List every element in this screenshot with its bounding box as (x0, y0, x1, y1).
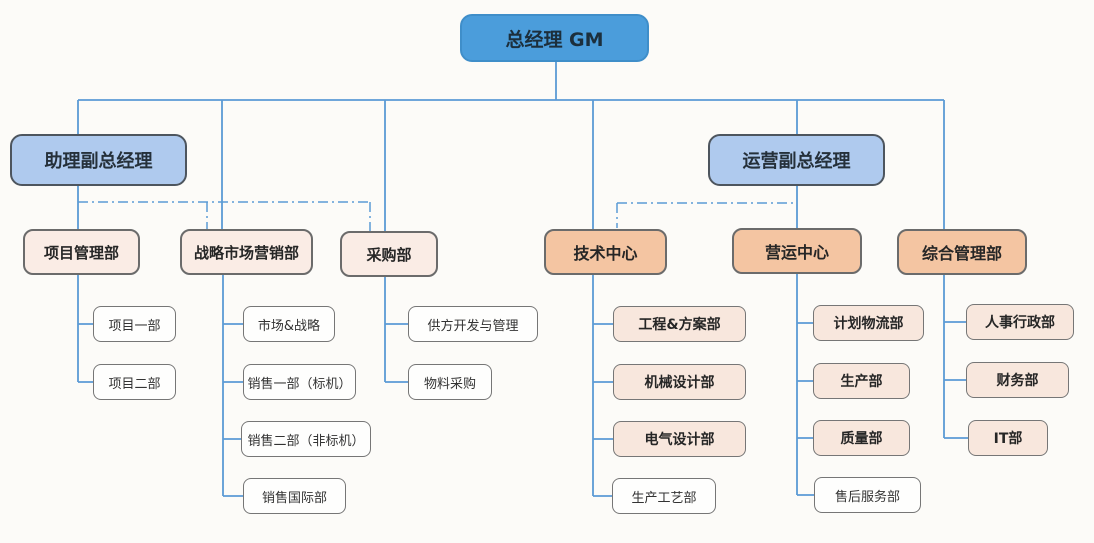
node-engineering-solutions-dept: 工程&方案部 (613, 306, 746, 342)
node-production-process-dept: 生产工艺部 (612, 478, 716, 514)
node-sales-division-2-nonstandard: 销售二部（非标机） (241, 421, 371, 457)
node-operations-center: 营运中心 (732, 228, 862, 274)
node-project-division-1: 项目一部 (93, 306, 176, 342)
dashdot-connectors (78, 201, 797, 231)
node-purchasing-dept: 采购部 (340, 231, 438, 277)
node-strategic-marketing-dept: 战略市场营销部 (180, 229, 313, 275)
node-planning-logistics-dept: 计划物流部 (813, 305, 924, 341)
node-assistant-vice-gm: 助理副总经理 (10, 134, 187, 186)
node-after-sales-service-dept: 售后服务部 (814, 477, 921, 513)
node-mechanical-design-dept: 机械设计部 (613, 364, 746, 400)
node-international-sales-dept: 销售国际部 (243, 478, 346, 514)
solid-connectors (77, 62, 968, 497)
node-hr-admin-dept: 人事行政部 (966, 304, 1074, 340)
node-production-dept: 生产部 (813, 363, 910, 399)
node-operations-vice-gm: 运营副总经理 (708, 134, 885, 186)
node-sales-division-1-standard: 销售一部（标机） (243, 364, 356, 400)
node-it-dept: IT部 (968, 420, 1048, 456)
node-finance-dept: 财务部 (966, 362, 1069, 398)
node-material-purchasing: 物料采购 (408, 364, 492, 400)
node-quality-dept: 质量部 (813, 420, 910, 456)
node-market-strategy: 市场&战略 (243, 306, 335, 342)
node-technology-center: 技术中心 (544, 229, 667, 275)
node-project-division-2: 项目二部 (93, 364, 176, 400)
node-project-management-dept: 项目管理部 (23, 229, 140, 275)
node-supplier-development-management: 供方开发与管理 (408, 306, 538, 342)
node-electrical-design-dept: 电气设计部 (613, 421, 746, 457)
node-general-management-dept: 综合管理部 (897, 229, 1027, 275)
node-general-manager: 总经理 GM (460, 14, 649, 62)
